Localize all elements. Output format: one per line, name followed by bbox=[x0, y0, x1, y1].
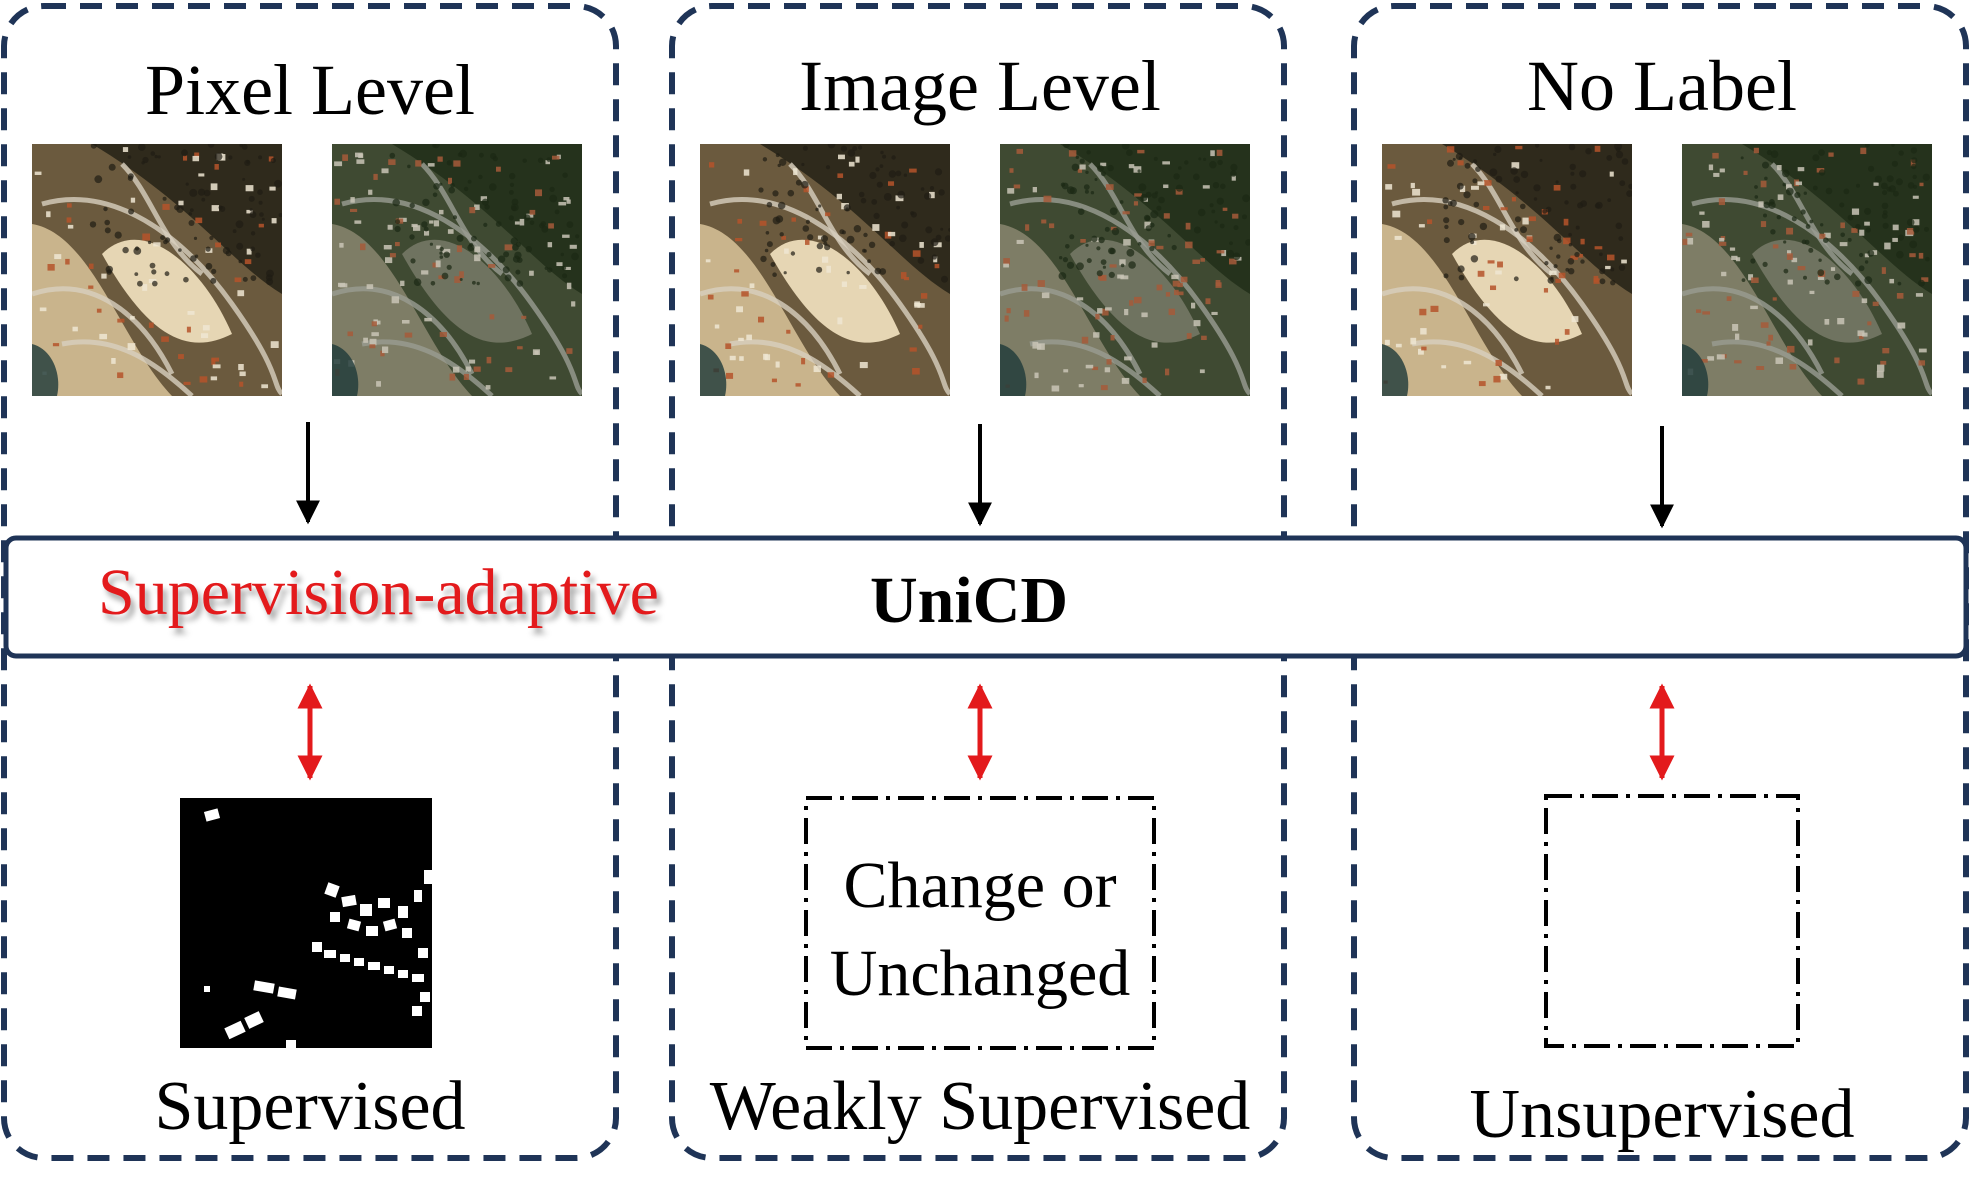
column-title: Pixel Level bbox=[145, 50, 475, 130]
weak-output-line1: Change or bbox=[843, 849, 1117, 922]
column-no-label: No Label Unsupervised bbox=[1352, 0, 1970, 1196]
weak-output-box bbox=[804, 796, 1156, 1050]
satellite-image-pre bbox=[1382, 144, 1632, 396]
column-label: Weakly Supervised bbox=[709, 1068, 1251, 1145]
column-image-level: Image Level Weakly Supervised bbox=[670, 0, 1290, 1196]
weak-output-text: Change or Unchanged bbox=[800, 842, 1160, 1018]
unicd-band bbox=[3, 535, 1969, 659]
band-label-supervision-adaptive: Supervision-adaptive bbox=[98, 556, 659, 629]
satellite-image-pre bbox=[700, 144, 950, 396]
unsup-output-box bbox=[1544, 794, 1800, 1048]
column-title: Image Level bbox=[799, 46, 1161, 126]
satellite-image-post bbox=[1682, 144, 1932, 396]
weak-output-line2: Unchanged bbox=[829, 937, 1131, 1010]
satellite-image-pre bbox=[32, 144, 282, 396]
column-title: No Label bbox=[1527, 46, 1797, 126]
band-label-unicd: UniCD bbox=[870, 564, 1069, 637]
change-mask bbox=[180, 798, 432, 1048]
column-label: Supervised bbox=[154, 1068, 466, 1145]
satellite-image-post bbox=[1000, 144, 1250, 396]
column-pixel-level: Pixel Level Supervised bbox=[0, 0, 620, 1196]
column-label: Unsupervised bbox=[1469, 1076, 1855, 1153]
satellite-image-post bbox=[332, 144, 582, 396]
